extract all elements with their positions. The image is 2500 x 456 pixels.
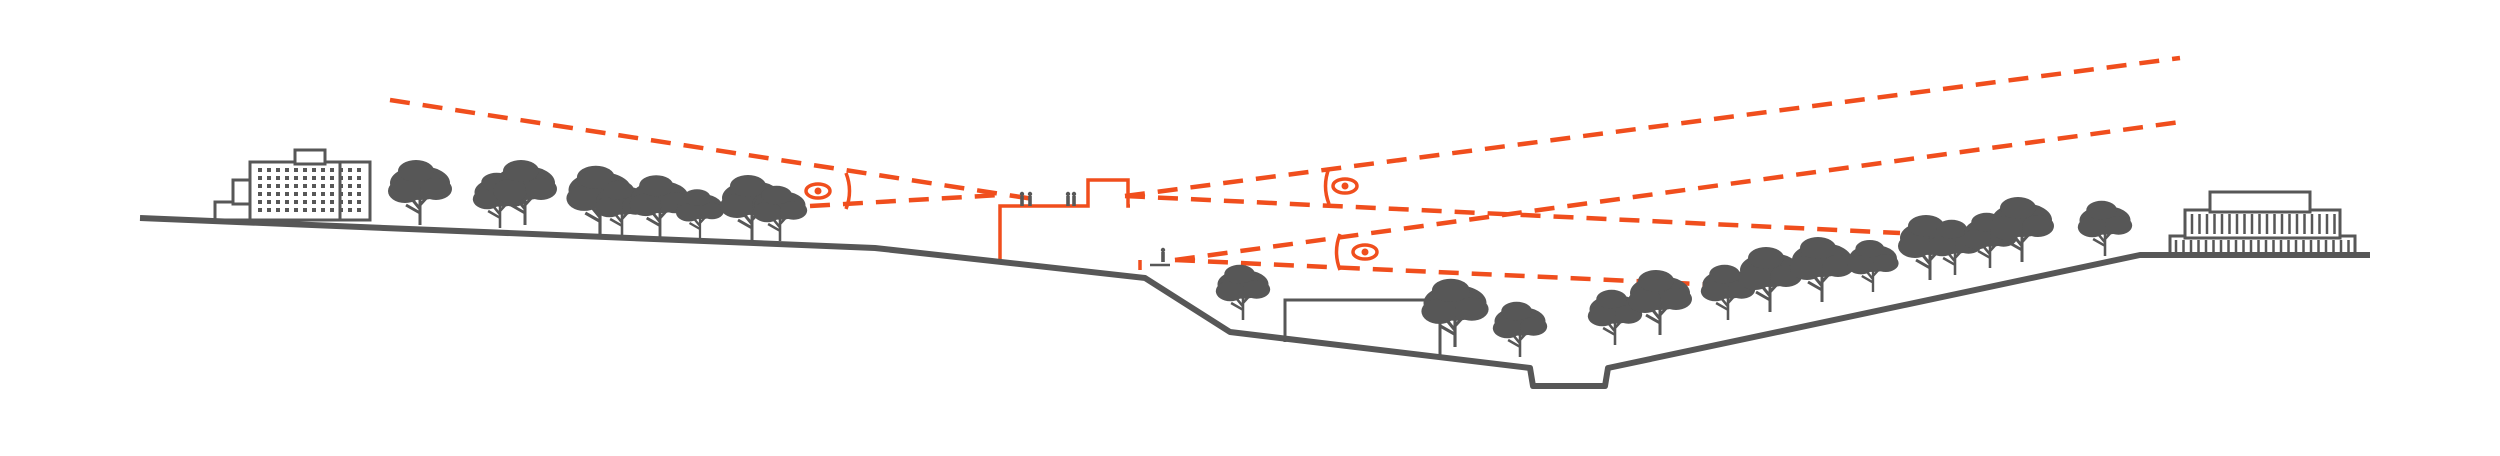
window	[330, 184, 334, 188]
tree-icon	[386, 158, 454, 227]
window	[357, 200, 361, 204]
window	[357, 192, 361, 196]
window	[267, 192, 271, 196]
window	[258, 168, 262, 172]
tree-icon	[1736, 245, 1804, 314]
tree-icon	[1788, 235, 1856, 304]
window	[258, 208, 262, 212]
tree-icon	[1214, 263, 1272, 322]
window	[294, 176, 298, 180]
window	[276, 200, 280, 204]
window	[276, 208, 280, 212]
window	[339, 176, 343, 180]
window	[285, 200, 289, 204]
window	[294, 208, 298, 212]
window	[276, 192, 280, 196]
window	[312, 168, 316, 172]
window	[348, 200, 352, 204]
window	[312, 176, 316, 180]
window	[258, 176, 262, 180]
right-building	[2168, 190, 2357, 256]
sight-line-left-upper	[389, 97, 1041, 203]
eye-icon	[804, 172, 852, 210]
window	[303, 176, 307, 180]
window	[330, 200, 334, 204]
window	[321, 168, 325, 172]
window	[321, 192, 325, 196]
window	[348, 192, 352, 196]
eye-icon	[1323, 167, 1359, 205]
window	[339, 208, 343, 212]
window	[357, 208, 361, 212]
window	[294, 184, 298, 188]
window	[330, 208, 334, 212]
eye-icon	[1334, 233, 1379, 271]
window	[312, 184, 316, 188]
window	[357, 184, 361, 188]
window	[321, 208, 325, 212]
window	[267, 208, 271, 212]
window	[294, 200, 298, 204]
sight-lines	[389, 55, 2181, 288]
window	[321, 200, 325, 204]
window	[285, 208, 289, 212]
window	[285, 176, 289, 180]
window	[330, 176, 334, 180]
window	[285, 192, 289, 196]
tree-icon	[1846, 238, 1900, 294]
terrain-section	[139, 215, 2370, 389]
window	[303, 168, 307, 172]
window	[267, 176, 271, 180]
window	[276, 176, 280, 180]
window	[276, 184, 280, 188]
window	[321, 176, 325, 180]
window	[285, 184, 289, 188]
window	[348, 168, 352, 172]
tree-icon	[1988, 195, 2056, 264]
left-building	[213, 148, 372, 222]
window	[339, 168, 343, 172]
window	[258, 184, 262, 188]
window	[303, 208, 307, 212]
sight-line-right-lower-up	[1174, 119, 2181, 263]
window	[303, 184, 307, 188]
sight-line-right-middle	[1124, 193, 1901, 236]
window	[294, 192, 298, 196]
window	[258, 192, 262, 196]
window	[348, 208, 352, 212]
window	[339, 184, 343, 188]
window	[321, 184, 325, 188]
window	[258, 200, 262, 204]
window	[357, 168, 361, 172]
window	[285, 168, 289, 172]
window	[312, 192, 316, 196]
window	[267, 200, 271, 204]
window	[276, 168, 280, 172]
tree-icon	[491, 158, 559, 227]
window	[294, 168, 298, 172]
window	[267, 184, 271, 188]
sight-line-left-lower	[809, 192, 1001, 209]
window	[303, 200, 307, 204]
window	[330, 192, 334, 196]
window	[267, 168, 271, 172]
sight-line-right-upper	[1124, 55, 2181, 199]
window	[330, 168, 334, 172]
window	[303, 192, 307, 196]
window	[348, 176, 352, 180]
window	[312, 208, 316, 212]
tree-icon	[2076, 199, 2134, 258]
trees	[386, 158, 2134, 359]
sight-line-right-lower-down	[1174, 257, 1721, 288]
central-building	[998, 178, 1170, 270]
window	[339, 192, 343, 196]
window	[357, 176, 361, 180]
window	[348, 184, 352, 188]
window	[339, 200, 343, 204]
tree-icon	[1491, 300, 1549, 359]
window	[312, 200, 316, 204]
person-icon	[1019, 191, 1166, 262]
